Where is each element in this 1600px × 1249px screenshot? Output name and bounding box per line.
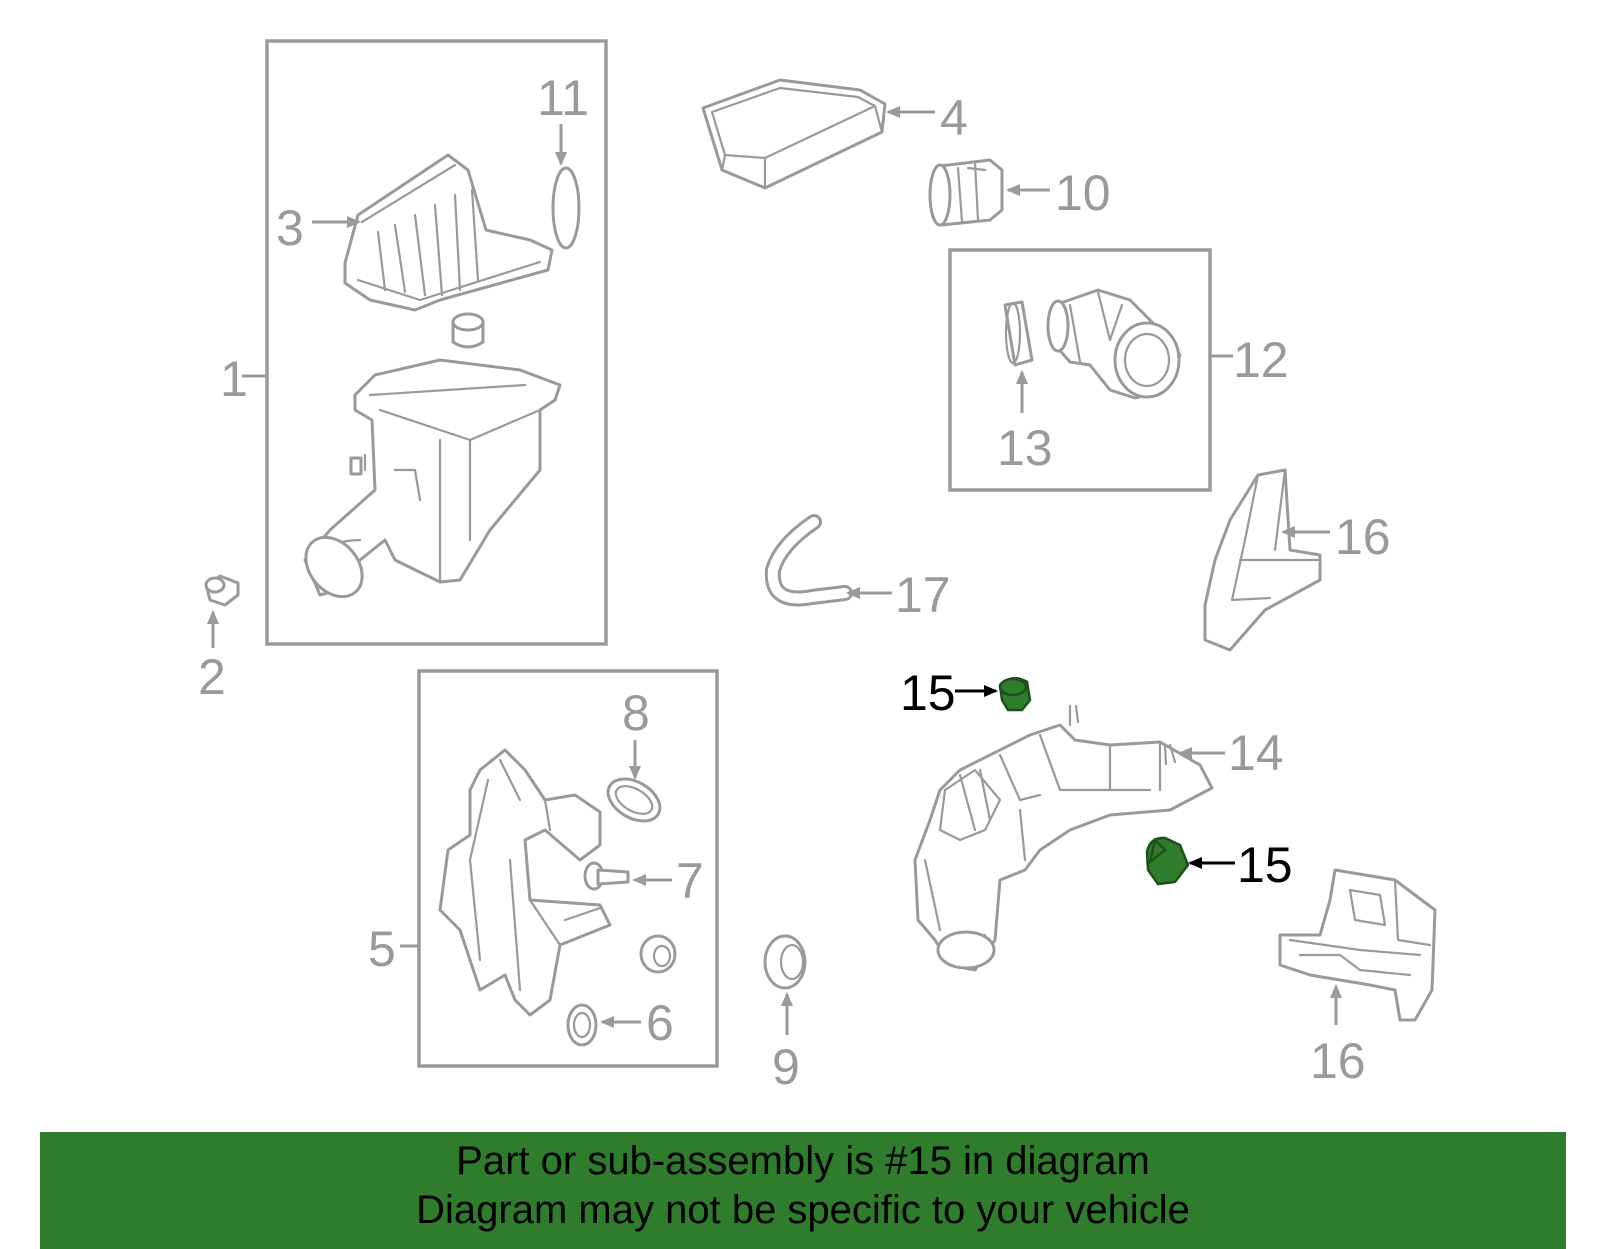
callout-9: 9 — [772, 1039, 800, 1095]
callout-12: 12 — [1233, 332, 1289, 388]
clip-2 — [204, 574, 240, 607]
callout-17: 16 — [1335, 509, 1391, 565]
banner-line-2: Diagram may not be specific to your vehi… — [416, 1188, 1190, 1232]
bracket-16 — [1278, 868, 1437, 1022]
callout-15-upper: 15 — [900, 665, 956, 721]
callout-10: 10 — [1055, 165, 1111, 221]
callout-16-label: 16 — [1310, 1033, 1366, 1089]
resonator-duct-14 — [913, 704, 1214, 972]
callout-4: 4 — [940, 90, 968, 146]
info-banner: Part or sub-assembly is #15 in diagram D… — [40, 1132, 1566, 1249]
grommet-6 — [566, 1003, 598, 1047]
bushing — [639, 934, 677, 974]
callout-7: 7 — [676, 853, 704, 909]
callout-2: 2 — [198, 649, 226, 705]
callout-11: 11 — [537, 70, 589, 126]
callout-13: 13 — [997, 420, 1053, 476]
clamp-13 — [1003, 300, 1034, 367]
air-cleaner-cover — [343, 153, 554, 312]
callout-18: 17 — [895, 567, 951, 623]
connector-10 — [928, 158, 1004, 227]
callout-14: 14 — [1228, 725, 1284, 781]
bolt-7 — [583, 861, 630, 891]
banner-line-1: Part or sub-assembly is #15 in diagram — [456, 1139, 1150, 1183]
fastener-15-lower — [1145, 836, 1190, 886]
hose-18 — [764, 514, 853, 607]
seal-8 — [606, 777, 662, 823]
callout-3: 3 — [276, 200, 304, 256]
assembly-12-frame — [948, 248, 1212, 492]
grommet-9 — [763, 934, 807, 990]
assembly-1-frame — [265, 39, 608, 646]
air-cleaner-housing — [303, 358, 562, 599]
intake-hose-12 — [1046, 288, 1182, 400]
callout-5: 5 — [368, 921, 396, 977]
assembly-5-frame — [417, 669, 719, 1068]
callout-6: 6 — [646, 995, 674, 1051]
seal-ring-11 — [551, 166, 581, 250]
fastener-15-upper — [998, 676, 1032, 712]
air-filter-4 — [701, 78, 887, 190]
callout-1: 1 — [220, 351, 248, 407]
intake-duct-5 — [438, 748, 612, 1017]
callout-8: 8 — [622, 685, 650, 741]
bracket-17 — [1203, 468, 1322, 652]
grommet — [451, 312, 485, 349]
callout-15-lower: 15 — [1237, 837, 1293, 893]
